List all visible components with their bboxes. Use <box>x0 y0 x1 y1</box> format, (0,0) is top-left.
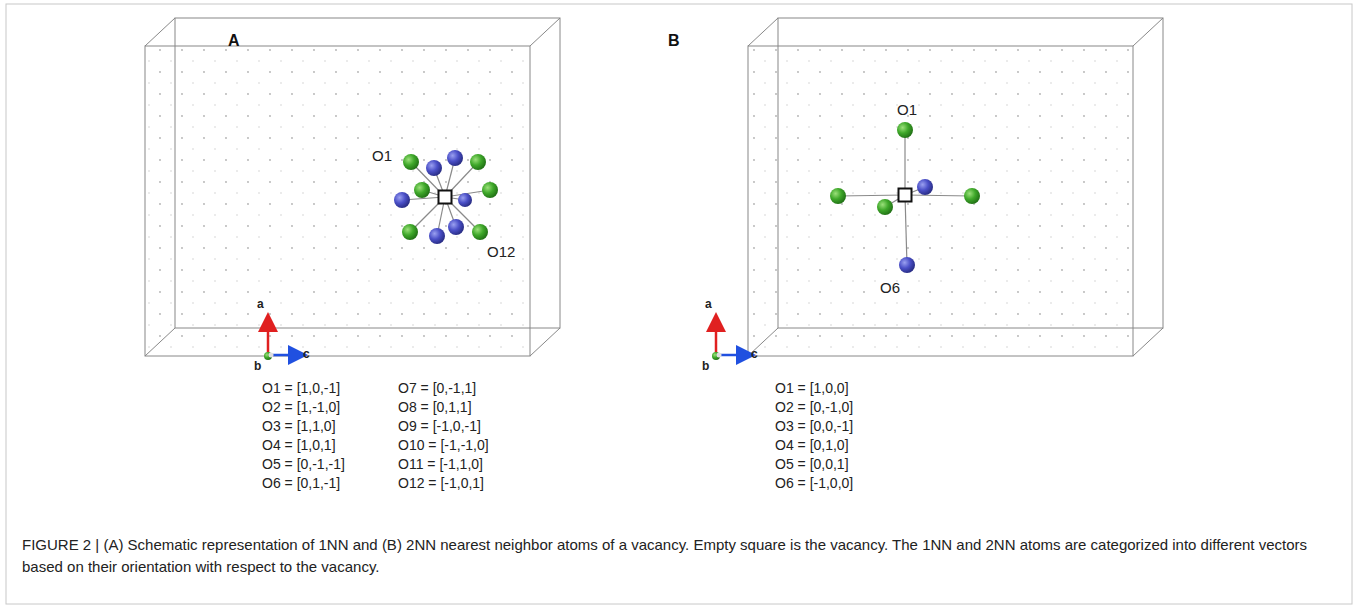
vector-entry: O6 = [-1,0,0] <box>775 476 853 491</box>
axis-label: c <box>751 348 758 361</box>
green-atom <box>470 154 486 170</box>
vector-entry: O2 = [1,-1,0] <box>262 400 340 415</box>
atom-cluster <box>830 122 980 273</box>
cube-edge <box>1133 18 1163 46</box>
blue-atom <box>458 193 472 207</box>
cube-edge <box>778 18 1163 328</box>
panel-letter: A <box>228 32 240 50</box>
cube-edge <box>530 328 560 356</box>
green-atom <box>403 154 419 170</box>
atom-label: O1 <box>897 102 917 119</box>
bond-line <box>904 130 905 195</box>
bond-line <box>905 195 972 196</box>
cube-edge <box>175 18 560 328</box>
vector-entry: O1 = [1,0,-1] <box>262 381 340 396</box>
bond-line <box>838 195 905 196</box>
vector-entry: O11 = [-1,1,0] <box>398 457 483 472</box>
blue-atom <box>447 150 463 166</box>
green-atom <box>877 199 893 215</box>
axis-label: b <box>254 360 261 373</box>
lattice-dots <box>748 46 1133 356</box>
vector-entry: O8 = [0,1,1] <box>398 400 472 415</box>
blue-atom <box>899 257 915 273</box>
lattice-dots <box>145 46 530 356</box>
vector-entry: O6 = [0,1,-1] <box>262 476 340 491</box>
vector-entry: O12 = [-1,0,1] <box>398 476 484 491</box>
green-atom <box>964 188 980 204</box>
green-atom <box>472 224 488 240</box>
cube-edge <box>145 46 530 356</box>
cube-edge <box>145 18 175 46</box>
blue-atom <box>448 219 464 235</box>
vector-entry: O9 = [-1,0,-1] <box>398 419 481 434</box>
green-atom <box>482 182 498 198</box>
cube-edge <box>1133 328 1163 356</box>
green-atom <box>830 188 846 204</box>
supercell-box <box>145 18 560 356</box>
atom-label: O1 <box>372 148 392 165</box>
blue-atom <box>429 228 445 244</box>
vector-entry: O3 = [1,1,0] <box>262 419 336 434</box>
figure-frame <box>6 4 1352 604</box>
cube-edge <box>748 18 778 46</box>
vacancy-square <box>899 189 912 202</box>
cube-edge <box>530 18 560 46</box>
green-atom <box>402 224 418 240</box>
atom-cluster <box>394 150 498 244</box>
axis-label: c <box>303 348 310 361</box>
axis-triad <box>712 322 746 360</box>
vacancy-square <box>439 191 452 204</box>
vector-entry: O2 = [0,-1,0] <box>775 400 853 415</box>
cube-edge <box>145 328 175 356</box>
green-atom <box>897 122 913 138</box>
vector-entry: O1 = [1,0,0] <box>775 381 849 396</box>
figure-caption: FIGURE 2 | (A) Schematic representation … <box>22 534 1332 578</box>
bond-line <box>905 195 907 265</box>
axis-label: a <box>705 298 712 311</box>
blue-atom <box>917 179 933 195</box>
vector-entry: O4 = [0,1,0] <box>775 438 849 453</box>
vector-entry: O5 = [0,-1,-1] <box>262 457 345 472</box>
axis-triad <box>264 322 298 360</box>
vector-entry: O3 = [0,0,-1] <box>775 419 853 434</box>
vector-entry: O5 = [0,0,1] <box>775 457 849 472</box>
atom-label: O12 <box>487 244 515 261</box>
axis-label: b <box>702 360 709 373</box>
atom-label: O6 <box>880 280 900 297</box>
cube-edge <box>748 46 1133 356</box>
blue-atom <box>426 160 442 176</box>
vector-entry: O10 = [-1,-1,0] <box>398 438 489 453</box>
supercell-box <box>748 18 1163 356</box>
panel-letter: B <box>668 32 680 50</box>
green-atom <box>414 182 430 198</box>
axis-label: a <box>257 298 264 311</box>
blue-atom <box>394 192 410 208</box>
vector-entry: O4 = [1,0,1] <box>262 438 336 453</box>
vector-entry: O7 = [0,-1,1] <box>398 381 476 396</box>
